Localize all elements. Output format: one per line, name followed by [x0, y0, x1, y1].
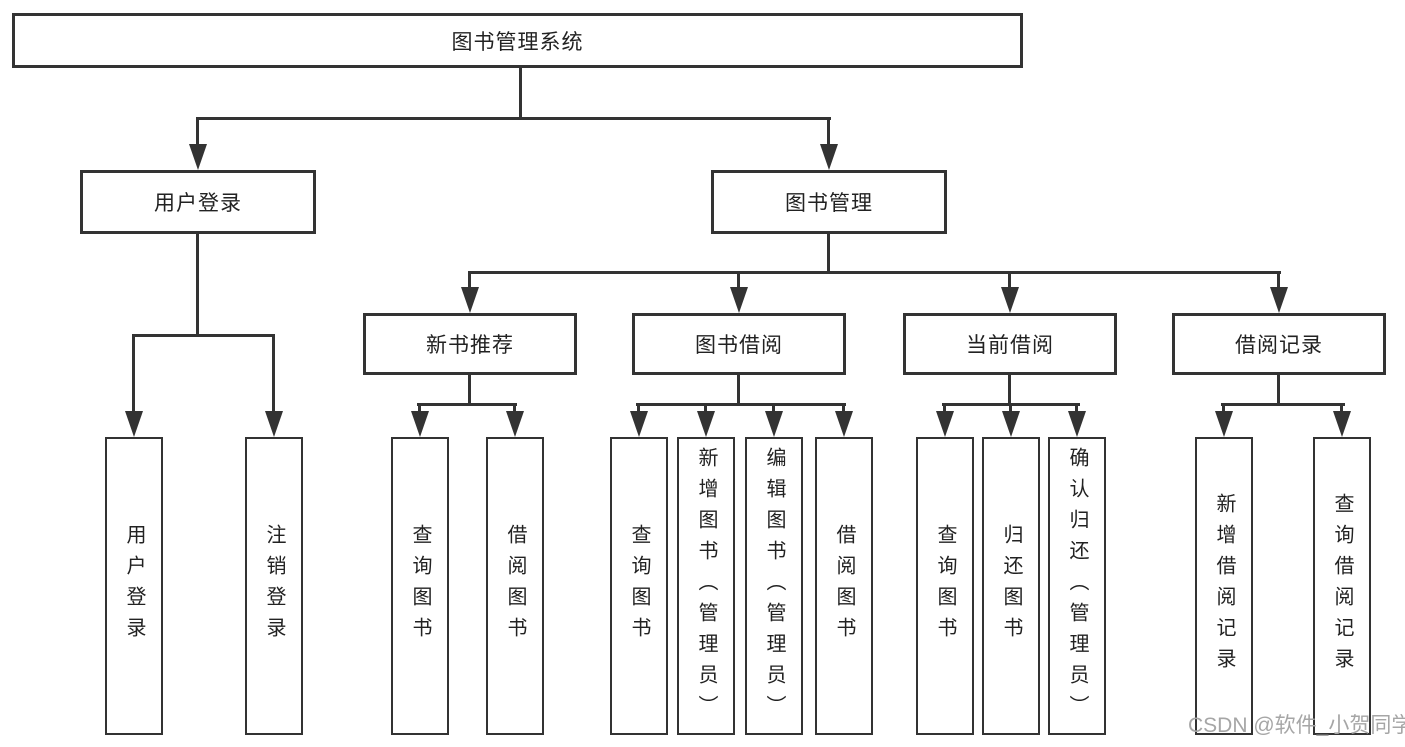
- arrowhead-icon: [1001, 287, 1019, 313]
- node-label: 图书借阅: [695, 334, 783, 357]
- leaf-label: 用户登录: [123, 524, 145, 648]
- leaf-query-books-borrowing: 查询图书: [610, 437, 668, 735]
- node-current-borrowing: 当前借阅: [903, 313, 1117, 375]
- connector-segment: [196, 117, 831, 120]
- leaf-label: 查询图书: [409, 524, 431, 648]
- connector-segment: [417, 403, 517, 406]
- arrowhead-icon: [1270, 287, 1288, 313]
- leaf-query-books-recommend: 查询图书: [391, 437, 449, 735]
- connector-segment: [132, 334, 275, 337]
- csdn-watermark: CSDN @软件_小贺同学: [1188, 714, 1405, 737]
- arrowhead-icon: [697, 411, 715, 437]
- arrowhead-icon: [936, 411, 954, 437]
- connector-segment: [636, 403, 846, 406]
- arrowhead-icon: [1215, 411, 1233, 437]
- connector-segment: [1009, 405, 1012, 413]
- connector-segment: [1277, 375, 1280, 406]
- node-label: 当前借阅: [966, 334, 1054, 357]
- connector-segment: [704, 405, 707, 413]
- leaf-logout-login: 注销登录: [245, 437, 303, 735]
- leaf-borrow-books-recommend: 借阅图书: [486, 437, 544, 735]
- connector-segment: [1340, 405, 1343, 413]
- node-book-borrowing: 图书借阅: [632, 313, 846, 375]
- leaf-label: 查询图书: [628, 524, 650, 648]
- arrowhead-icon: [411, 411, 429, 437]
- arrowhead-icon: [265, 411, 283, 437]
- leaf-label: 注销登录: [263, 524, 285, 648]
- leaf-add-book-admin: 新增图书（管理员）: [677, 437, 735, 735]
- node-new-book-recommendation: 新书推荐: [363, 313, 577, 375]
- leaf-label: 查询借阅记录: [1331, 493, 1353, 679]
- node-user-login: 用户登录: [80, 170, 316, 234]
- connector-segment: [1222, 405, 1225, 413]
- leaf-label: 归还图书: [1000, 524, 1022, 648]
- arrowhead-icon: [835, 411, 853, 437]
- connector-segment: [772, 405, 775, 413]
- arrowhead-icon: [1333, 411, 1351, 437]
- leaf-edit-book-admin: 编辑图书（管理员）: [745, 437, 803, 735]
- node-book-management: 图书管理: [711, 170, 947, 234]
- connector-segment: [1277, 273, 1280, 289]
- connector-segment: [842, 405, 845, 413]
- connector-segment: [1008, 375, 1011, 406]
- leaf-label: 编辑图书（管理员）: [763, 446, 785, 726]
- connector-segment: [637, 405, 640, 413]
- arrowhead-icon: [189, 144, 207, 170]
- arrowhead-icon: [630, 411, 648, 437]
- leaf-label: 查询图书: [934, 524, 956, 648]
- connector-segment: [737, 273, 740, 289]
- leaf-query-books-current: 查询图书: [916, 437, 974, 735]
- node-label: 图书管理: [785, 192, 873, 215]
- connector-segment: [827, 234, 830, 274]
- connector-segment: [737, 375, 740, 406]
- leaf-label: 新增图书（管理员）: [695, 446, 717, 726]
- arrowhead-icon: [1002, 411, 1020, 437]
- connector-segment: [1008, 273, 1011, 289]
- leaf-user-login: 用户登录: [105, 437, 163, 735]
- connector-segment: [943, 405, 946, 413]
- arrowhead-icon: [765, 411, 783, 437]
- connector-segment: [196, 119, 199, 147]
- arrowhead-icon: [506, 411, 524, 437]
- connector-segment: [519, 68, 522, 118]
- arrowhead-icon: [461, 287, 479, 313]
- connector-segment: [942, 403, 1080, 406]
- connector-segment: [468, 273, 471, 289]
- leaf-confirm-return-admin: 确认归还（管理员）: [1048, 437, 1106, 735]
- leaf-label: 借阅图书: [504, 524, 526, 648]
- connector-segment: [827, 119, 830, 147]
- connector-segment: [132, 336, 135, 413]
- leaf-borrow-books-borrowing: 借阅图书: [815, 437, 873, 735]
- arrowhead-icon: [820, 144, 838, 170]
- connector-segment: [1075, 405, 1078, 413]
- connector-segment: [513, 405, 516, 413]
- arrowhead-icon: [1068, 411, 1086, 437]
- connector-segment: [418, 405, 421, 413]
- leaf-label: 新增借阅记录: [1213, 493, 1235, 679]
- arrowhead-icon: [730, 287, 748, 313]
- node-label: 用户登录: [154, 192, 242, 215]
- leaf-return-books: 归还图书: [982, 437, 1040, 735]
- arrowhead-icon: [125, 411, 143, 437]
- leaf-query-borrow-record: 查询借阅记录: [1313, 437, 1371, 735]
- node-borrowing-records: 借阅记录: [1172, 313, 1386, 375]
- node-book-management-system: 图书管理系统: [12, 13, 1023, 68]
- leaf-label: 借阅图书: [833, 524, 855, 648]
- leaf-add-borrow-record: 新增借阅记录: [1195, 437, 1253, 735]
- node-label: 图书管理系统: [451, 30, 584, 54]
- connector-segment: [272, 336, 275, 413]
- connector-segment: [468, 375, 471, 406]
- connector-segment: [468, 271, 1281, 274]
- node-label: 新书推荐: [426, 334, 514, 357]
- connector-segment: [1221, 403, 1345, 406]
- connector-segment: [196, 234, 199, 337]
- node-label: 借阅记录: [1235, 334, 1323, 357]
- leaf-label: 确认归还（管理员）: [1066, 446, 1088, 726]
